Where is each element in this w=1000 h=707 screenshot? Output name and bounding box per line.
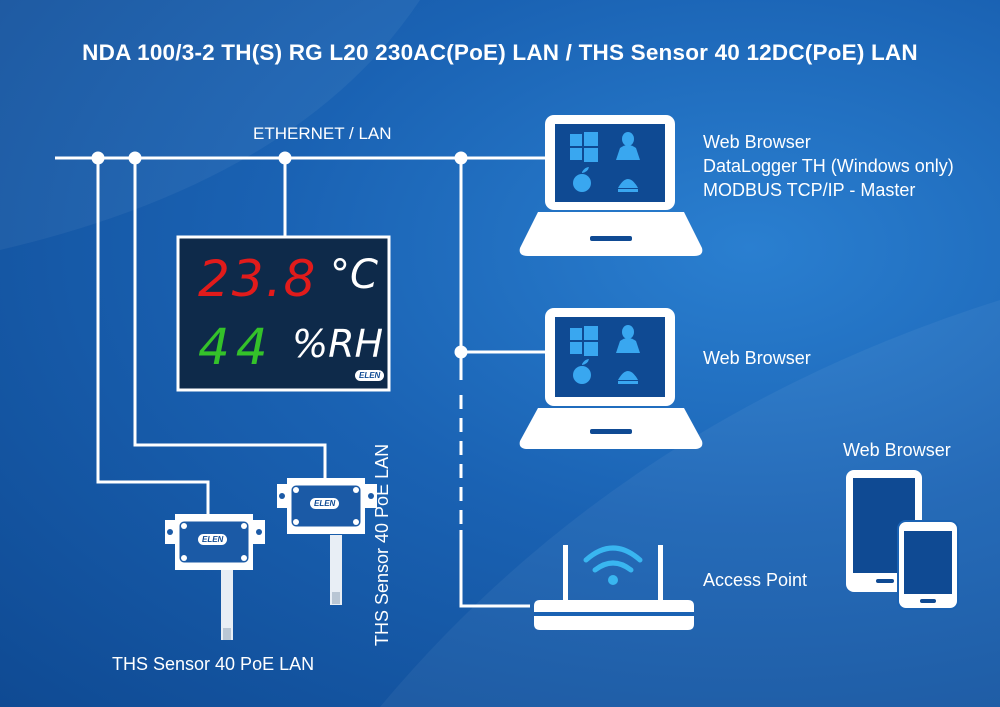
sensor-b-label: THS Sensor 40 PoE LAN xyxy=(372,443,392,646)
page-title: NDA 100/3-2 TH(S) RG L20 230AC(PoE) LAN … xyxy=(82,40,918,65)
laptop-top-line: MODBUS TCP/IP - Master xyxy=(703,180,916,200)
windows-icon xyxy=(570,326,598,356)
access-point xyxy=(534,545,694,630)
linux-icon xyxy=(616,325,640,353)
led-display xyxy=(176,235,391,392)
laptop-bottom xyxy=(519,308,703,449)
apple-icon xyxy=(573,359,591,384)
laptop-bottom-label: Web Browser xyxy=(703,348,811,368)
wifi-dot-icon xyxy=(608,575,618,585)
sensor-a xyxy=(165,514,265,640)
laptop-top-line: Web Browser xyxy=(703,132,811,152)
laptop-top-labels: Web Browser DataLogger TH (Windows only)… xyxy=(703,130,954,202)
ethernet-label: ETHERNET / LAN xyxy=(253,124,392,143)
sensor-a-label: THS Sensor 40 PoE LAN xyxy=(112,654,315,674)
bg-swoosh xyxy=(0,0,420,250)
linux-icon xyxy=(616,132,640,160)
access-point-link xyxy=(459,530,530,608)
humidity-unit: %RH xyxy=(292,322,384,366)
temperature-reading: 23.8 xyxy=(198,250,318,308)
android-icon xyxy=(618,371,638,384)
mobile-devices xyxy=(846,470,959,610)
android-icon xyxy=(618,179,638,192)
laptop-top-line: DataLogger TH (Windows only) xyxy=(703,156,954,176)
wifi-icon xyxy=(583,545,643,573)
access-point-label: Access Point xyxy=(703,570,808,590)
sensor-a-logo: ELEN xyxy=(198,534,228,545)
sensor-b-logo: ELEN xyxy=(310,498,340,509)
mobile-label: Web Browser xyxy=(843,440,951,460)
apple-icon xyxy=(573,167,591,192)
temperature-unit: °C xyxy=(330,252,378,298)
display-logo: ELEN xyxy=(355,370,385,381)
sensor-b-cable xyxy=(133,158,327,478)
junction-dots xyxy=(91,151,468,359)
windows-icon xyxy=(570,132,598,162)
sensor-a-cable xyxy=(96,158,210,515)
humidity-reading: 44 xyxy=(198,318,274,376)
laptop-top xyxy=(519,115,703,256)
